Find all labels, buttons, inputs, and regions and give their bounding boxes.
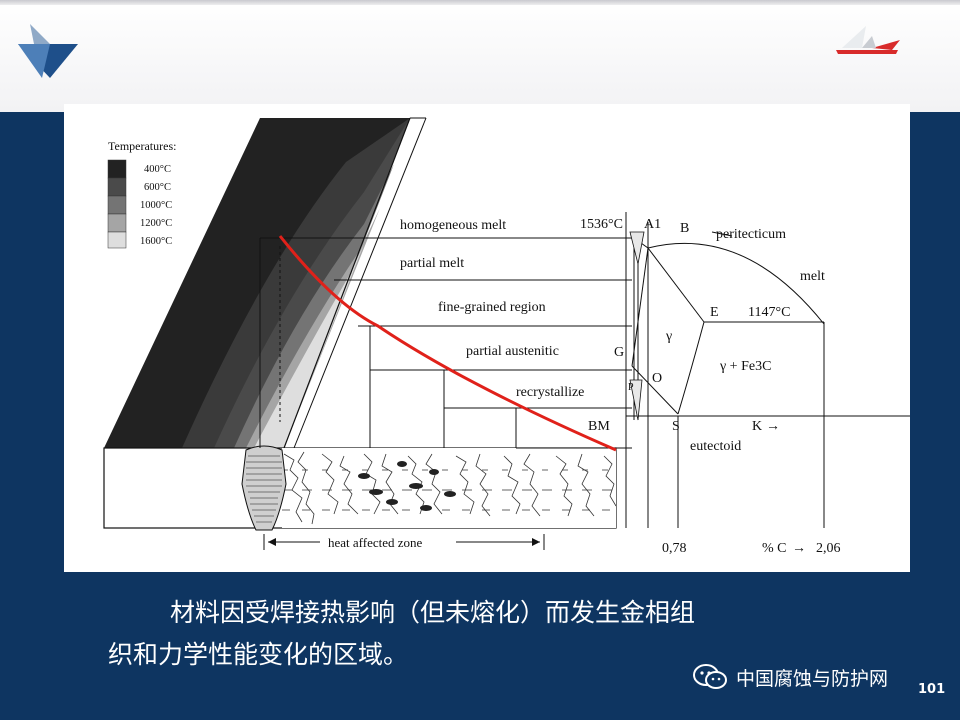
point-o: O [652, 371, 662, 386]
haz-diagram: Temperatures: 400°C 600°C 1000°C 1200°C … [64, 104, 910, 572]
zone-partial-melt: partial melt [400, 256, 464, 271]
point-p: P [628, 382, 634, 393]
legend-1000: 1000°C [140, 200, 172, 211]
zone-partial-austenitic: partial austenitic [466, 344, 559, 359]
point-k: K [752, 419, 762, 434]
caption-line-1: 材料因受焊接热影响（但未熔化）而发生金相组 [170, 598, 696, 627]
peritecticum-label: peritecticum [716, 227, 786, 242]
point-a1: A1 [644, 217, 661, 232]
point-e: E [710, 305, 719, 320]
melting-temp-label: 1536°C [580, 217, 623, 232]
melt-label: melt [800, 269, 825, 284]
carbon-arrow: → [792, 541, 806, 556]
peak-temperature-curve [278, 235, 617, 452]
point-b: B [680, 221, 689, 236]
legend-400: 400°C [144, 164, 171, 175]
legend-1600: 1600°C [140, 236, 172, 247]
caption-line-2: 织和力学性能变化的区域。 [108, 640, 409, 669]
s-value-label: 0,78 [662, 541, 687, 556]
haz-label: heat affected zone [328, 535, 423, 550]
zone-base-metal: BM [588, 419, 610, 434]
point-g: G [614, 345, 624, 360]
legend-title: Temperatures: [108, 139, 176, 153]
gamma-label: γ [665, 329, 672, 344]
eutectic-temp-label: 1147°C [748, 305, 790, 320]
watermark-text: 中国腐蚀与防护网 [736, 667, 889, 690]
grain-structure [282, 451, 617, 525]
k-arrow: → [766, 419, 780, 434]
page-number: 101 [918, 682, 946, 697]
temperature-legend: Temperatures: 400°C 600°C 1000°C 1200°C … [107, 139, 176, 249]
zone-homogeneous-melt: homogeneous melt [400, 218, 506, 233]
legend-600: 600°C [144, 182, 171, 193]
zone-fine-grained: fine-grained region [438, 300, 546, 315]
arrowhead-logo [18, 24, 78, 78]
gamma-fe3c-label: γ + Fe3C [719, 359, 771, 374]
slide-caption: 材料因受焊接热影响（但未熔化）而发生金相组 织和力学性能变化的区域。 [108, 592, 878, 676]
eutectoid-label: eutectoid [690, 439, 741, 454]
slide-header [0, 0, 960, 112]
carbon-axis-label: % C [762, 541, 787, 556]
zone-recrystallize: recrystallize [516, 385, 584, 400]
watermark: 中国腐蚀与防护网 [692, 662, 888, 692]
wechat-icon [693, 664, 727, 689]
legend-1200: 1200°C [140, 218, 172, 229]
header-top-border [0, 0, 960, 5]
e-value-label: 2,06 [816, 541, 841, 556]
wing-logo [836, 26, 900, 54]
point-s: S [672, 419, 680, 434]
